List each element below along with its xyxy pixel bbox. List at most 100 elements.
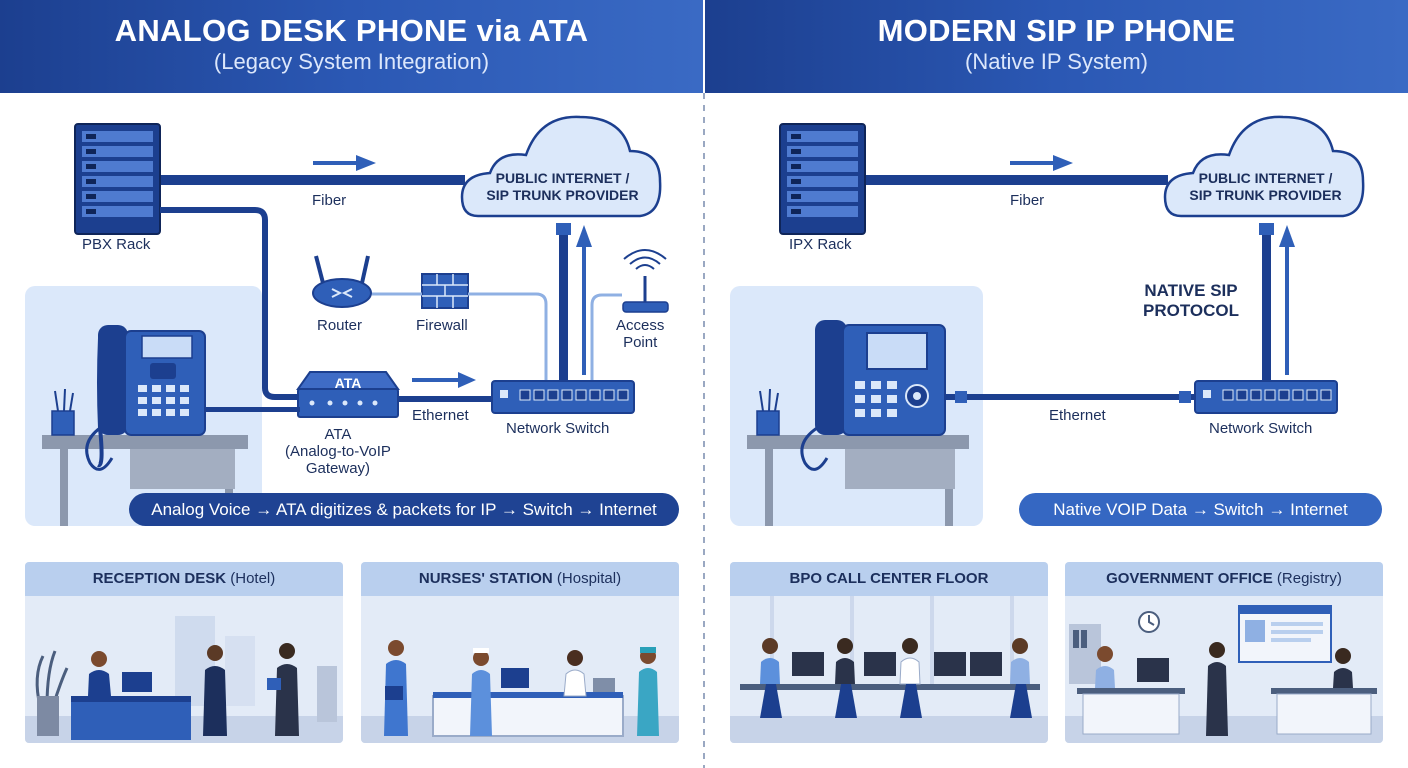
ata-label: ATA (Analog-to-VoIP Gateway) [285, 426, 391, 477]
ata-device-icon [296, 371, 400, 418]
pbx-ata-cable [160, 207, 300, 400]
protocol-line1: NATIVE SIP [1144, 281, 1238, 300]
doctor-icon [384, 640, 408, 736]
cloud-label-line2: SIP TRUNK PROVIDER [1189, 187, 1342, 203]
right-flow-banner: Native VOIP Data → Switch → Internet [1019, 493, 1382, 526]
shelf-icon [1069, 624, 1101, 684]
reception-desk-icon [71, 696, 191, 740]
agent-icon [1010, 638, 1032, 718]
desk-icon [1271, 688, 1377, 735]
uplink-arrow-icon [1279, 225, 1295, 375]
right-network-diagram [730, 115, 1365, 526]
reception-scene-illustration [25, 596, 343, 743]
pen-cup-icon [51, 388, 75, 436]
ata-label-line1: ATA [324, 426, 352, 443]
pbx-rack-icon [74, 123, 161, 235]
panel-divider [703, 93, 705, 768]
ap-cable [590, 293, 622, 381]
clerk-icon [1095, 646, 1115, 688]
access-point-label: Access Point [616, 317, 664, 351]
businessman-icon [267, 643, 299, 736]
agent-icon [899, 638, 922, 718]
router-label: Router [317, 317, 363, 334]
left-panel: ANALOG DESK PHONE via ATA (Legacy System… [0, 0, 703, 768]
worker-icon [1333, 648, 1353, 688]
agent-icon [835, 638, 857, 718]
access-point-label-line2: Point [623, 334, 658, 351]
uplink-cable [1262, 226, 1271, 381]
nurses-desk-icon [432, 692, 624, 737]
ethernet-label: Ethernet [412, 407, 469, 424]
ethernet-arrow-icon [412, 372, 476, 388]
use-case-card-reception: RECEPTION DESK (Hotel) [25, 562, 343, 743]
analog-desk-phone-icon [85, 325, 206, 471]
surgeon-icon [637, 647, 659, 736]
card-title-bold: BPO CALL CENTER FLOOR [789, 570, 989, 587]
native-sip-protocol-label: NATIVE SIP PROTOCOL [1135, 281, 1247, 321]
staff-icon [563, 650, 587, 697]
ata-label-line3: Gateway) [305, 460, 371, 477]
cloud-label-line1: PUBLIC INTERNET / [1198, 170, 1333, 186]
left-subtitle: (Legacy System Integration) [213, 49, 490, 74]
right-panel: MODERN SIP IP PHONE (Native IP System) [705, 0, 1408, 768]
network-switch-label: Network Switch [1209, 420, 1313, 437]
ipx-rack-icon [779, 123, 866, 235]
clock-icon [1138, 611, 1160, 633]
firewall-icon [421, 273, 469, 309]
card-title-rest: (Hotel) [226, 570, 276, 587]
card-title: RECEPTION DESK (Hotel) [25, 562, 343, 596]
fiber-arrow-icon [313, 155, 376, 171]
network-switch-label: Network Switch [506, 420, 610, 437]
desk-icon [42, 435, 248, 526]
official-icon [1206, 642, 1228, 736]
network-switch-icon [491, 380, 635, 414]
use-case-card-nurses-station: NURSES' STATION (Hospital) [361, 562, 679, 743]
card-title-bold: GOVERNMENT OFFICE [1106, 570, 1273, 587]
right-header: MODERN SIP IP PHONE (Native IP System) [705, 0, 1408, 93]
nurse-icon [470, 648, 492, 736]
uplink-arrow-icon [576, 225, 592, 375]
fiber-cable [160, 175, 465, 185]
fiber-label: Fiber [312, 192, 347, 209]
cloud-label: PUBLIC INTERNET / SIP TRUNK PROVIDER [1168, 170, 1363, 204]
pen-cup-icon [756, 388, 780, 436]
call-center-scene-illustration [730, 596, 1048, 743]
agent-icon [760, 638, 782, 718]
use-case-card-call-center: BPO CALL CENTER FLOOR [730, 562, 1048, 743]
ethernet-label: Ethernet [1049, 407, 1106, 424]
fiber-cable [865, 175, 1168, 185]
card-title-bold: NURSES' STATION [418, 570, 553, 587]
nurses-station-scene-illustration [361, 596, 679, 743]
card-title-rest: (Hospital) [552, 570, 622, 587]
pbx-rack-label: PBX Rack [82, 236, 151, 253]
fiber-label: Fiber [1010, 192, 1045, 209]
ata-label-line2: (Analog-to-VoIP [285, 443, 391, 460]
sip-ip-phone-icon [800, 320, 946, 471]
access-point-icon [622, 249, 669, 313]
card-title-bold: RECEPTION DESK [92, 570, 227, 587]
government-office-scene-illustration [1065, 596, 1383, 743]
left-header: ANALOG DESK PHONE via ATA (Legacy System… [0, 0, 703, 93]
phone-ata-cable [205, 407, 300, 412]
router-firewall-cable [372, 292, 548, 381]
protocol-line2: PROTOCOL [1142, 301, 1240, 320]
network-switch-icon [1194, 380, 1338, 414]
uplink-cable [559, 226, 568, 381]
ipx-rack-label: IPX Rack [789, 236, 852, 253]
guest-icon [203, 645, 227, 736]
card-title: NURSES' STATION (Hospital) [361, 562, 679, 596]
left-network-diagram: ATA [25, 115, 669, 526]
info-screen-icon [1238, 605, 1332, 663]
card-title: GOVERNMENT OFFICE (Registry) [1065, 562, 1383, 596]
router-icon [312, 255, 372, 308]
plant-icon [35, 650, 69, 736]
firewall-label: Firewall [416, 317, 468, 334]
desk-icon [1077, 688, 1185, 735]
left-title: ANALOG DESK PHONE via ATA [114, 13, 589, 48]
ata-badge: ATA [335, 375, 362, 391]
cloud-icon [460, 115, 662, 218]
card-title-rest: (Registry) [1272, 570, 1342, 587]
card-title: BPO CALL CENTER FLOOR [730, 562, 1048, 596]
access-point-label-line1: Access [616, 317, 665, 334]
receptionist-icon [88, 651, 111, 696]
